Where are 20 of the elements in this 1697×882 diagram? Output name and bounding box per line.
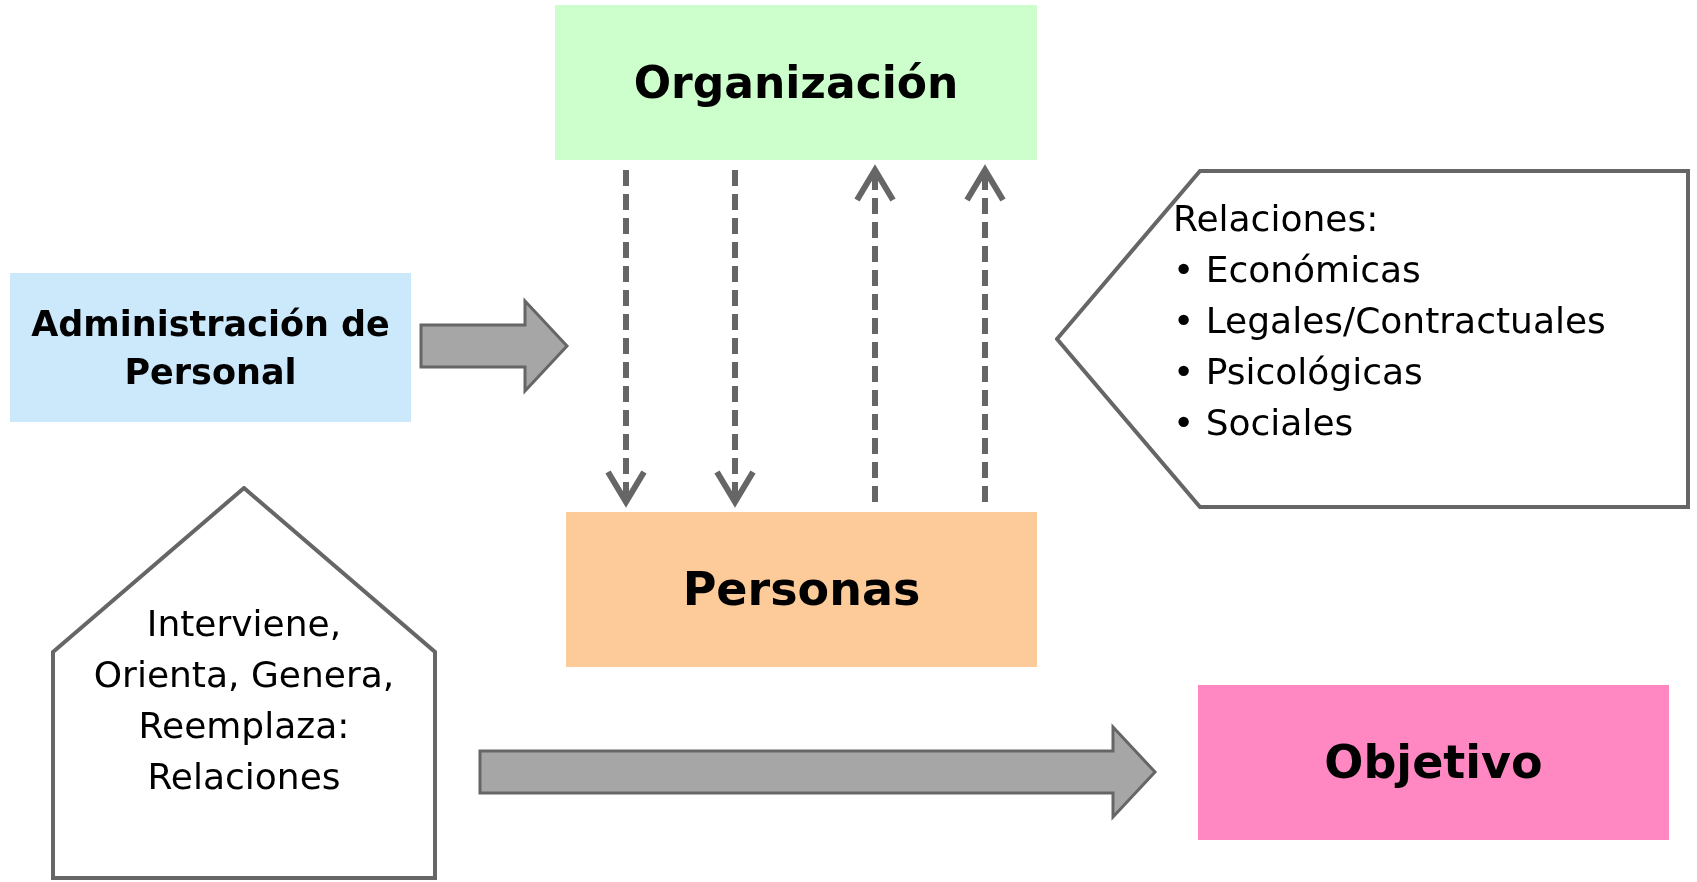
process-box [566, 512, 1037, 667]
label-text: Interviene, Orienta, Genera, Reemplaza: Relaciones [92, 602, 396, 799]
dashed-arrow [854, 167, 896, 502]
process-box [555, 5, 1037, 160]
list-item: • Sociales [1173, 401, 1355, 445]
dashed-arrow [605, 170, 647, 505]
dashed-arrow [714, 170, 756, 505]
list-item: • Legales/Contractuales [1173, 299, 1606, 343]
box-title: Personas [682, 561, 921, 618]
process-box [10, 273, 411, 422]
box-title: Administración de Personal [30, 302, 391, 394]
dashed-arrow [964, 167, 1006, 502]
block-arrow [478, 723, 1158, 821]
list-item: • Económicas [1173, 248, 1422, 292]
block-arrow [419, 297, 570, 395]
box-title: Objetivo [1324, 734, 1543, 791]
list-item: • Psicológicas [1173, 350, 1424, 394]
box-title: Organización [633, 55, 959, 110]
heading-text: Relaciones: [1173, 197, 1380, 241]
process-box [1198, 685, 1669, 840]
